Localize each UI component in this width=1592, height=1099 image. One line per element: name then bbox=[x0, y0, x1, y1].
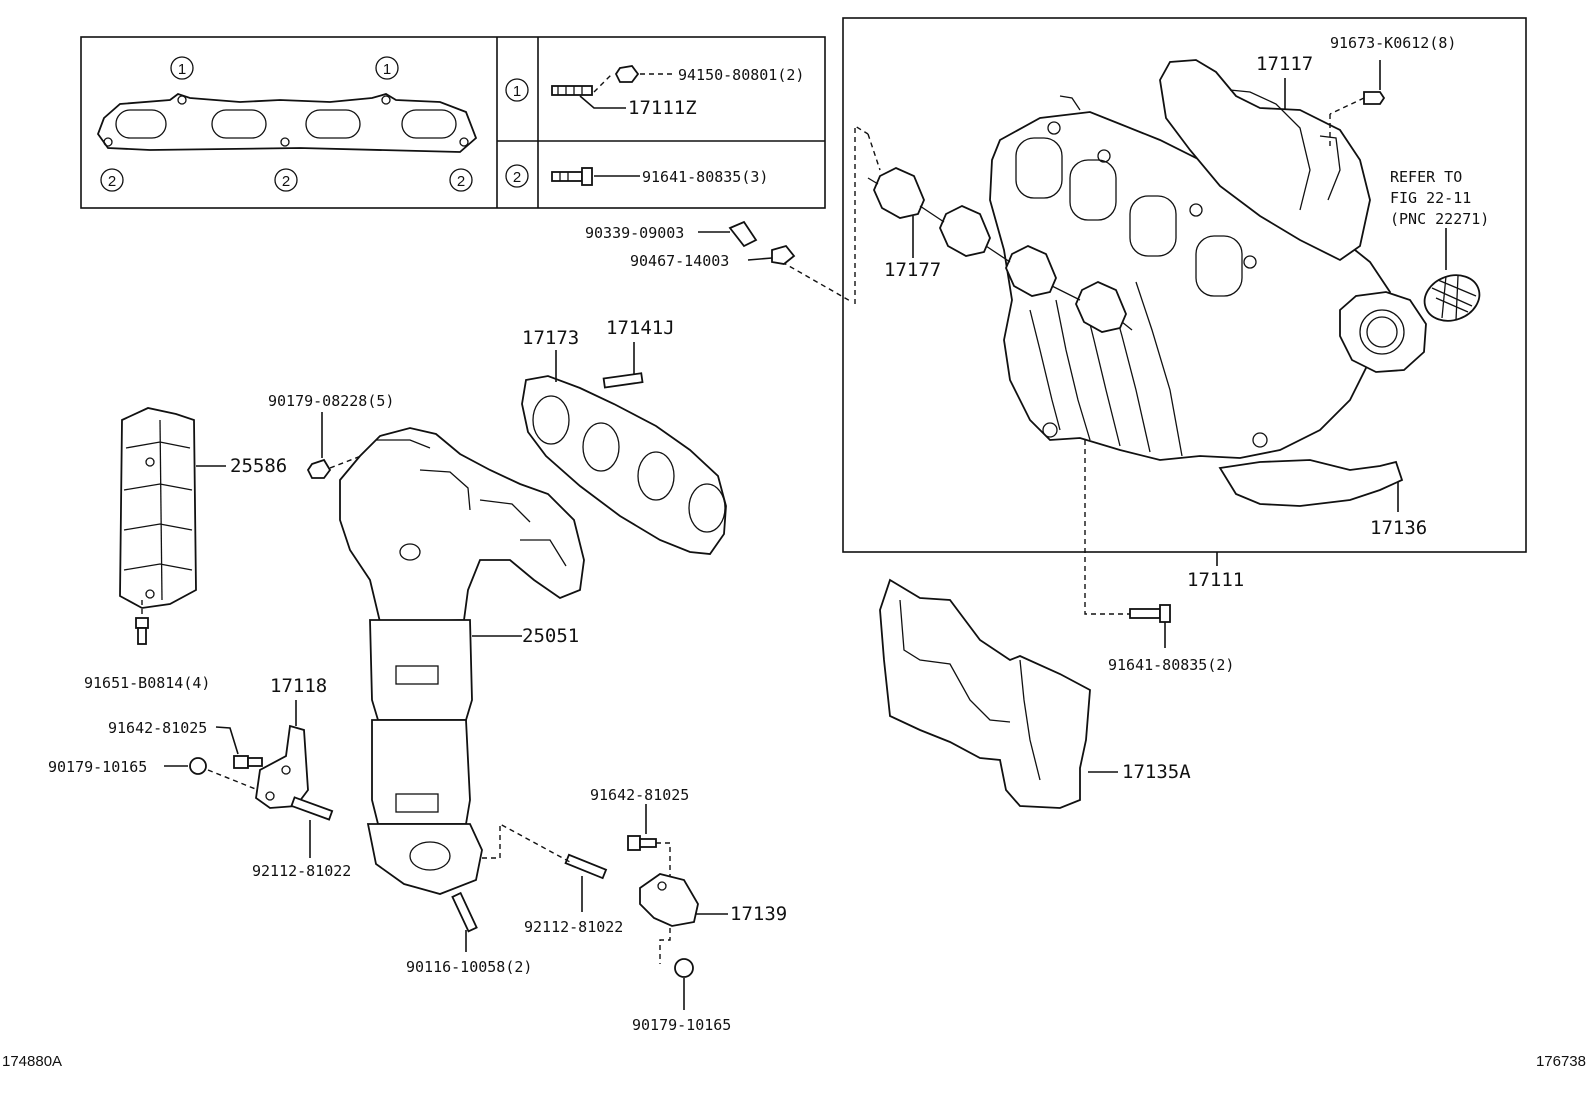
label-91651-b0814-4: 91651-B0814(4) bbox=[84, 674, 210, 692]
label-17139: 17139 bbox=[730, 903, 787, 925]
exhaust-manifold-gasket-drawing: 17173 bbox=[521, 327, 727, 555]
label-90116-10058-2: 90116-10058(2) bbox=[406, 958, 532, 976]
label-17135a: 17135A bbox=[1122, 761, 1191, 783]
bolt-91651-part: 91651-B0814(4) bbox=[84, 600, 210, 692]
illustration-code-right: 176738 bbox=[1536, 1053, 1586, 1070]
label-91642-81025-left: 91642-81025 bbox=[108, 719, 207, 737]
legend-row-1: 1 94150-80801(2) 17111Z bbox=[505, 65, 804, 119]
legend-part-label: 17111Z bbox=[628, 97, 697, 119]
heat-insulator-drawing: 17135A bbox=[879, 578, 1191, 809]
label-17173: 17173 bbox=[522, 327, 579, 349]
intake-manifold-box: 17117 91673-K0612(8) REFER TO FIG 22-11 … bbox=[842, 17, 1527, 553]
legend-callout-circle-1b: 1 bbox=[375, 56, 399, 80]
exhaust-manifold-drawing: 25051 bbox=[339, 427, 585, 895]
label-90467-14003: 90467-14003 bbox=[630, 252, 729, 270]
legend-part-label: 94150-80801(2) bbox=[678, 66, 804, 84]
label-90179-10165-right: 90179-10165 bbox=[632, 1016, 731, 1034]
illustration-code-left: 174880A bbox=[2, 1053, 62, 1070]
heat-shield-25586-drawing: 25586 bbox=[119, 407, 287, 609]
bracket-17139-drawing: 17139 bbox=[639, 873, 787, 927]
refer-line-1: REFER TO bbox=[1390, 168, 1462, 186]
intake-manifold-drawing bbox=[989, 59, 1427, 507]
legend-box: 1 1 2 2 2 1 94150-80801(2) bbox=[80, 36, 826, 209]
refer-line-2: FIG 22-11 bbox=[1390, 189, 1471, 207]
label-25051: 25051 bbox=[522, 625, 579, 647]
svg-text:2: 2 bbox=[457, 173, 465, 190]
label-17136: 17136 bbox=[1370, 517, 1427, 539]
svg-text:2: 2 bbox=[513, 169, 521, 186]
legend-part-label: 91641-80835(3) bbox=[642, 168, 768, 186]
stud-90116-part: 90116-10058(2) bbox=[406, 891, 532, 976]
bracket-17118-drawing: 17118 bbox=[255, 675, 327, 809]
intake-gasket-drawing bbox=[867, 167, 1133, 333]
stud-17141j-part: 17141J bbox=[602, 317, 675, 389]
svg-text:1: 1 bbox=[383, 61, 391, 78]
legend-callout-circle-1a: 1 bbox=[170, 56, 194, 80]
refer-line-3: (PNC 22271) bbox=[1390, 210, 1489, 228]
nut-90179-10165-right-part: 90179-10165 bbox=[632, 958, 731, 1034]
legend-callout-circle-2a: 2 bbox=[100, 168, 124, 192]
svg-text:2: 2 bbox=[282, 173, 290, 190]
screen-filter-drawing bbox=[1423, 274, 1481, 322]
nut-90179-10165-left-part: 90179-10165 bbox=[48, 757, 259, 791]
nut-icon bbox=[614, 65, 640, 83]
bolt-icon bbox=[1363, 91, 1386, 105]
label-90179-10165-left: 90179-10165 bbox=[48, 758, 147, 776]
label-17117: 17117 bbox=[1256, 53, 1313, 75]
stud-92112-left-part: 92112-81022 bbox=[252, 796, 351, 880]
label-17141j: 17141J bbox=[606, 317, 675, 339]
label-90339-09003: 90339-09003 bbox=[585, 224, 684, 242]
label-91642-81025-right: 91642-81025 bbox=[590, 786, 689, 804]
bolt-91642-right-part: 91642-81025 bbox=[590, 786, 689, 964]
label-91641-80835-2: 91641-80835(2) bbox=[1108, 656, 1234, 674]
clip-part: 90467-14003 bbox=[630, 244, 796, 270]
bolt-91642-left-part: 91642-81025 bbox=[108, 719, 263, 769]
bolt-icon bbox=[551, 171, 583, 182]
bolt-91641-part: 91641-80835(2) bbox=[1108, 604, 1234, 674]
grommet-part: 90339-09003 bbox=[585, 220, 758, 248]
label-25586: 25586 bbox=[230, 455, 287, 477]
stud-icon bbox=[551, 85, 593, 96]
label-17111: 17111 bbox=[1187, 569, 1244, 591]
svg-text:1: 1 bbox=[178, 61, 186, 78]
legend-row-2: 2 91641-80835(3) bbox=[505, 164, 768, 188]
label-90179-08228-5: 90179-08228(5) bbox=[268, 392, 394, 410]
stud-92112-right-part: 92112-81022 bbox=[482, 822, 623, 936]
exhaust-gasket-drawing bbox=[96, 92, 478, 153]
legend-callout-circle-2b: 2 bbox=[274, 168, 298, 192]
legend-callout-circle-2c: 2 bbox=[449, 168, 473, 192]
label-92112-81022-right: 92112-81022 bbox=[524, 918, 623, 936]
svg-text:2: 2 bbox=[108, 173, 116, 190]
label-92112-81022-left: 92112-81022 bbox=[252, 862, 351, 880]
label-91673-k0612: 91673-K0612(8) bbox=[1330, 34, 1456, 52]
label-17177: 17177 bbox=[884, 259, 941, 281]
svg-text:1: 1 bbox=[513, 83, 521, 100]
label-17118: 17118 bbox=[270, 675, 327, 697]
